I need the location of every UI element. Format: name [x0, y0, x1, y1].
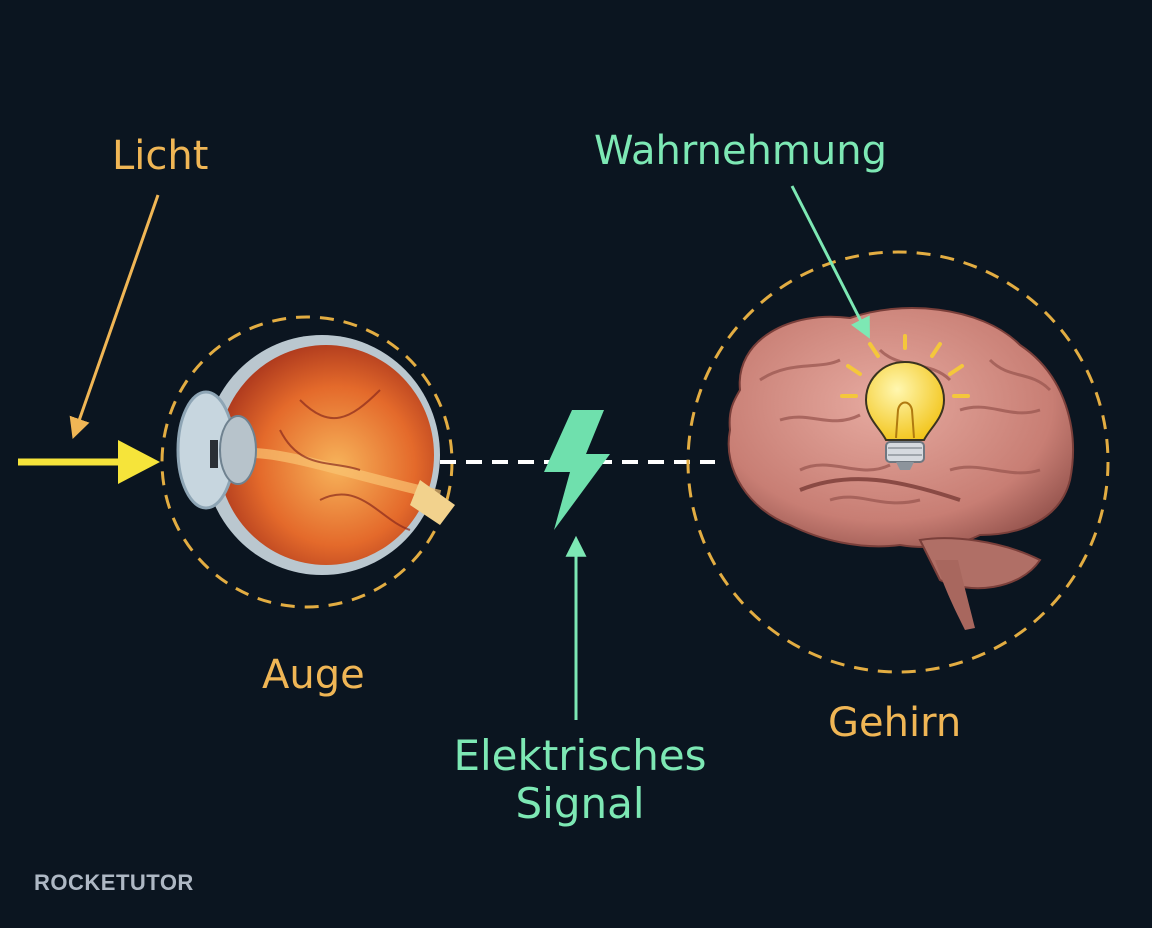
label-electric-signal: Elektrisches Signal: [453, 731, 707, 829]
label-perception: Wahrnehmung: [594, 128, 887, 174]
label-light: Licht: [112, 133, 209, 179]
light-pointer-arrow: [69, 194, 160, 439]
lightbulb-icon: [840, 334, 970, 470]
light-arrow: [18, 440, 160, 484]
label-eye: Auge: [262, 652, 365, 698]
brain-dashed-circle: [686, 250, 1110, 674]
eye-illustration: [176, 335, 455, 575]
perception-pointer-arrow: [790, 185, 870, 339]
label-brain: Gehirn: [828, 700, 962, 746]
lightning-bolt-icon: [544, 410, 610, 530]
logo: ROCKETUTOR: [34, 870, 194, 895]
